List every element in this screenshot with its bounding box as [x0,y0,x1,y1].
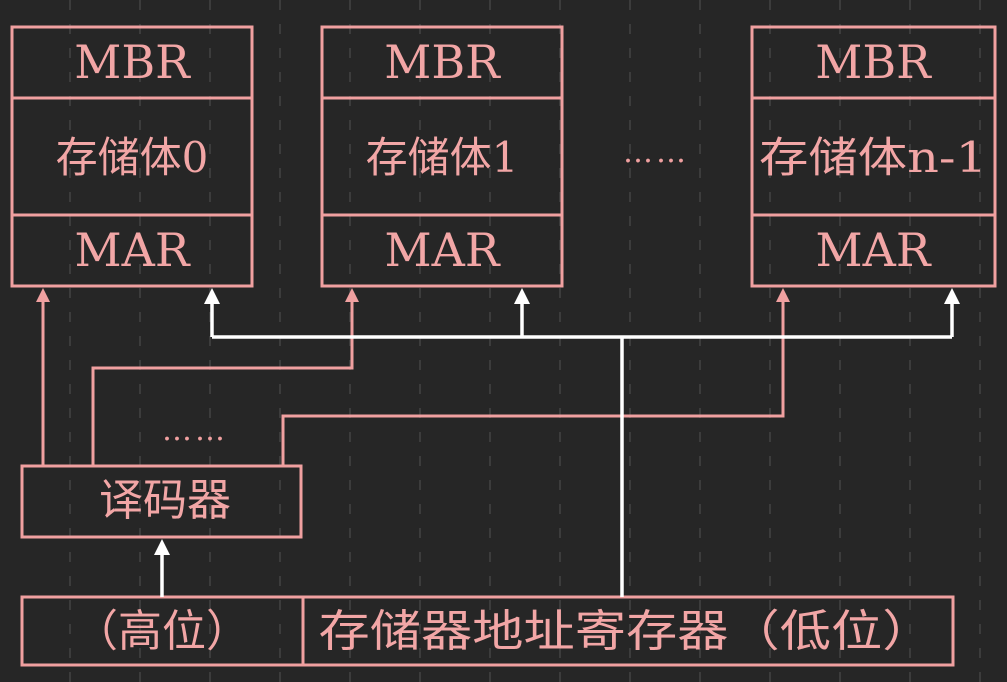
storage-body-label: 存储体1 [366,133,519,182]
arrowhead-icon [36,288,50,302]
mar-cell [750,213,997,288]
select-line-bank-1 [91,300,354,466]
mar-cell [10,213,254,288]
arrowhead-icon [776,288,790,302]
memory-bank-0: MBR 存储体0 MAR [10,25,254,288]
decoder: 译码器 [20,464,303,539]
background-grid [69,0,981,682]
address-register: （高位） 存储器地址寄存器（低位） [20,595,955,667]
arrowhead-icon [154,539,170,555]
high-bits-to-decoder [154,539,170,597]
mar-cell [320,213,564,288]
low-address-bus [204,288,960,597]
mbr-label: MBR [815,35,932,89]
arrowhead-icon [944,288,960,304]
decoder-box [20,464,303,539]
arrowhead-icon [204,288,220,304]
arrowhead-icon [345,288,359,302]
address-register-low-cell [301,595,955,667]
memory-bank-1: MBR 存储体1 MAR [320,25,564,288]
mbr-label: MBR [384,35,501,89]
address-register-high-label: （高位） [74,606,250,657]
mar-label: MAR [816,223,932,277]
storage-body-label: 存储体0 [56,133,209,182]
decoder-select-lines [36,288,790,466]
arrowhead-icon [514,288,530,304]
mar-label: MAR [385,223,501,277]
ellipsis-decoder-lines: …… [162,413,228,448]
mar-label: MAR [75,223,191,277]
select-line-bank-n-1 [281,300,785,466]
storage-body-label: 存储体n-1 [759,133,987,182]
memory-bank-n-1: MBR 存储体n-1 MAR [750,25,997,288]
address-register-low-label: 存储器地址寄存器（低位） [319,606,934,657]
ellipsis-banks: …… [623,135,689,170]
mbr-label: MBR [74,35,191,89]
decoder-label: 译码器 [99,475,231,526]
